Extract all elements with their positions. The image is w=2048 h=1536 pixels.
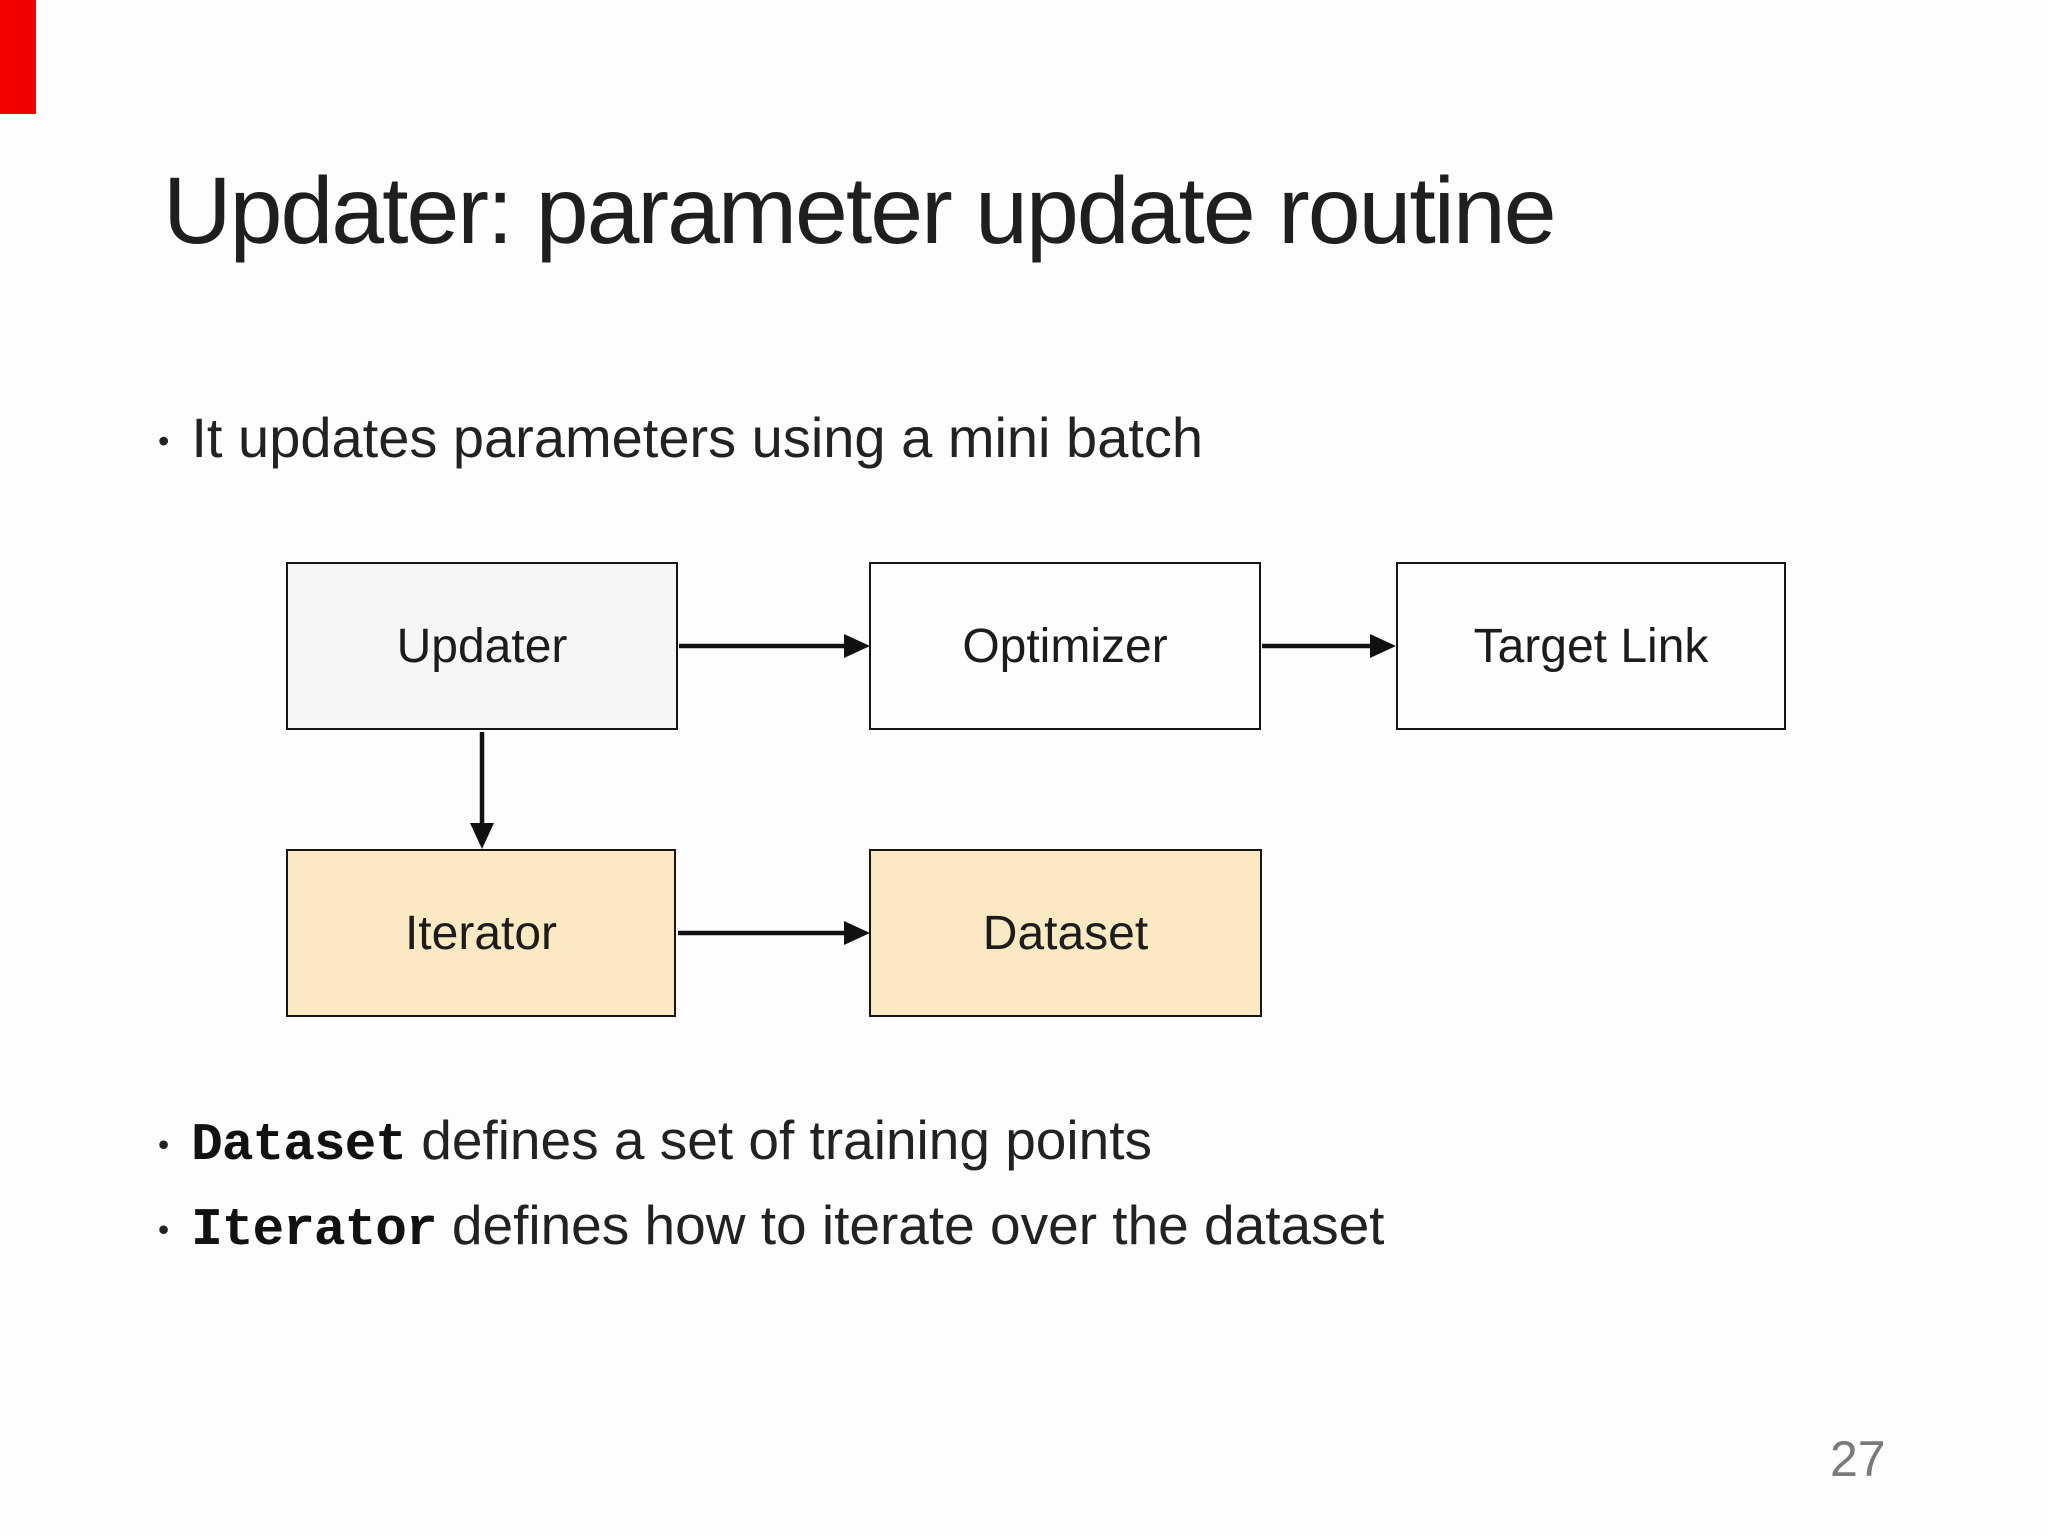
dataset-bullet: •Dataset defines a set of training point…: [158, 1113, 1152, 1172]
diagram-node-target-link: Target Link: [1396, 562, 1786, 730]
node-label-target-link: Target Link: [1473, 619, 1709, 673]
node-label-dataset: Dataset: [982, 906, 1149, 960]
diagram-node-iterator: Iterator: [286, 849, 676, 1017]
diagram-node-optimizer: Optimizer: [869, 562, 1261, 730]
dataset-bullet-text: defines a set of training points: [405, 1109, 1152, 1171]
arrowhead-optimizer-targetlink: [1370, 634, 1396, 658]
diagram-node-updater: Updater: [286, 562, 678, 730]
dataset-code-text: Dataset: [191, 1115, 407, 1175]
arrowhead-updater-optimizer: [844, 634, 870, 658]
iterator-bullet-text: defines how to iterate over the dataset: [436, 1194, 1385, 1256]
iterator-bullet: •Iterator defines how to iterate over th…: [158, 1198, 1384, 1257]
intro-bullet: •It updates parameters using a mini batc…: [158, 410, 1203, 466]
intro-bullet-text: It updates parameters using a mini batch: [191, 406, 1204, 469]
node-label-optimizer: Optimizer: [962, 619, 1168, 673]
slide-title: Updater: parameter update routine: [163, 158, 1557, 264]
red-corner-marker: [0, 0, 36, 114]
bullet-marker: •: [158, 1210, 170, 1247]
arrowhead-updater-iterator: [470, 823, 494, 849]
diagram-node-dataset: Dataset: [869, 849, 1262, 1017]
arrowhead-iterator-dataset: [844, 921, 870, 945]
node-label-iterator: Iterator: [404, 906, 558, 960]
node-label-updater: Updater: [396, 619, 568, 673]
bullet-marker: •: [158, 423, 170, 460]
page-number: 27: [1830, 1431, 1886, 1487]
bullet-marker: •: [158, 1125, 170, 1162]
iterator-code-text: Iterator: [191, 1200, 437, 1260]
